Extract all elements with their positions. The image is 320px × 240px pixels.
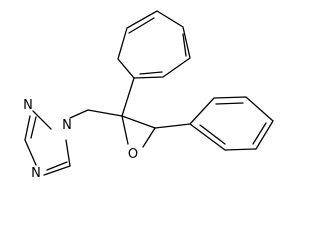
phenyl-ring-upper (117, 10, 191, 117)
methylene-linker (69, 109, 123, 119)
epoxide-ring (121, 115, 156, 148)
phenyl-ring-right (154, 96, 274, 151)
triazole-ring (24, 110, 71, 176)
atom-label-n1: N (62, 118, 72, 133)
atom-label-n2: N (23, 98, 33, 113)
atom-label-oxygen: O (128, 147, 138, 162)
atom-label-n4: N (31, 166, 41, 181)
chemical-structure-diagram: N N N O (23, 10, 274, 181)
